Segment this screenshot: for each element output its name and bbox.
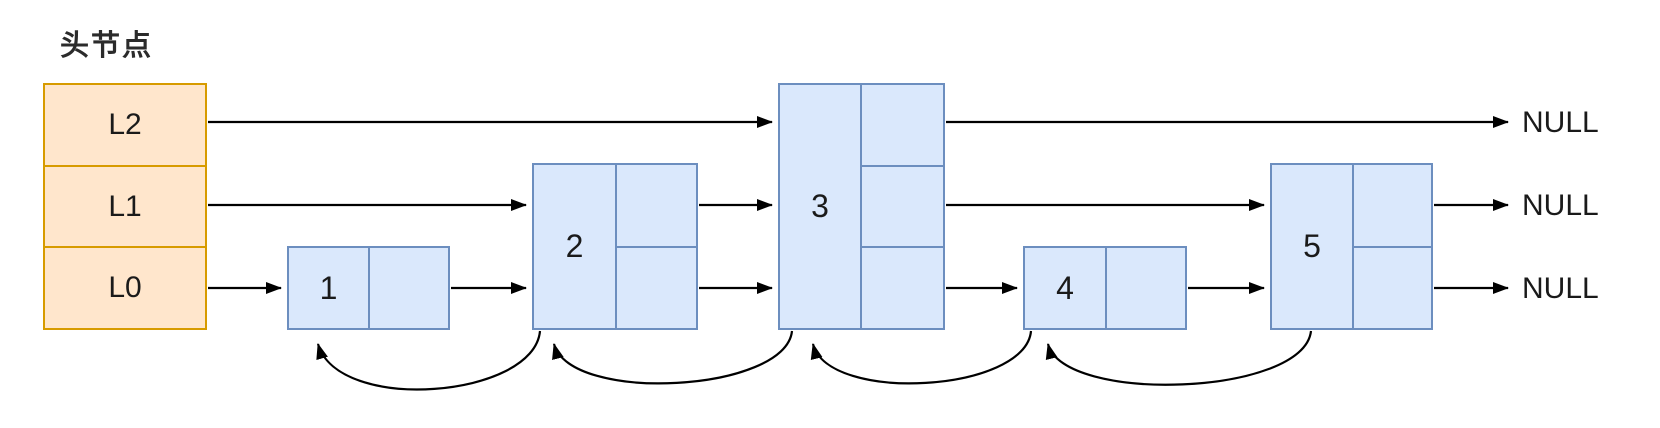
head-node-title: 头节点	[60, 30, 154, 62]
node-4-pointers	[1107, 248, 1185, 328]
node-2-pointers	[617, 165, 696, 328]
null-label-l0: NULL	[1522, 272, 1599, 305]
head-cell-l0: L0	[45, 248, 205, 328]
back-arrow-2-to-1	[316, 330, 542, 391]
node-3-ptr-l0	[862, 248, 943, 328]
head-cell-l1-label: L1	[108, 189, 142, 223]
node-2-value: 2	[534, 165, 617, 328]
node-1-ptr-l0	[370, 248, 448, 328]
node-1-pointers	[370, 248, 448, 328]
null-label-l2: NULL	[1522, 106, 1599, 139]
node-5-ptr-l1	[1354, 165, 1431, 248]
node-3-ptr-l1	[862, 167, 943, 249]
node-2-ptr-l1	[617, 165, 696, 248]
node-5: 5	[1270, 163, 1433, 330]
node-2-ptr-l0	[617, 248, 696, 329]
node-5-pointers	[1354, 165, 1431, 328]
node-4-value: 4	[1025, 248, 1107, 328]
back-arrow-4-to-3	[810, 330, 1033, 385]
head-cell-l2: L2	[45, 85, 205, 167]
null-label-l1: NULL	[1522, 189, 1599, 222]
node-3-value: 3	[780, 85, 862, 328]
head-node: L2 L1 L0	[43, 83, 207, 330]
forward-arrows	[208, 116, 1509, 294]
node-4-ptr-l0	[1107, 248, 1185, 328]
node-3-pointers	[862, 85, 943, 328]
head-cell-l1: L1	[45, 167, 205, 249]
node-5-ptr-l0	[1354, 248, 1431, 329]
node-4: 4	[1023, 246, 1187, 330]
node-1: 1	[287, 246, 450, 330]
node-3: 3	[778, 83, 945, 330]
back-arrow-3-to-2	[552, 330, 794, 385]
head-cell-l0-label: L0	[108, 271, 142, 305]
node-1-value: 1	[289, 248, 370, 328]
head-cell-l2-label: L2	[108, 107, 142, 141]
node-3-ptr-l2	[862, 85, 943, 167]
node-2: 2	[532, 163, 698, 330]
back-arrow-5-to-4	[1045, 330, 1313, 386]
node-5-value: 5	[1272, 165, 1354, 328]
backward-arrows	[316, 330, 1313, 391]
